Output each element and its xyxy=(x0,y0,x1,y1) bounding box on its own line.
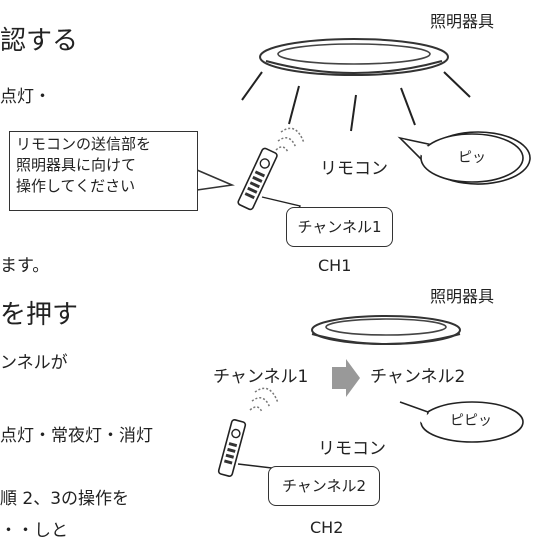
signal-waves-icon xyxy=(275,127,305,153)
speech-bubble-bottom xyxy=(399,401,524,443)
instruction-line-3: 操作してください xyxy=(16,177,136,195)
to-channel-label: チャンネル2 xyxy=(370,367,466,387)
light-rays-icon xyxy=(241,71,471,132)
top-line3-fragment: ます。 xyxy=(0,256,50,276)
remote-control-icon-bottom xyxy=(217,419,247,477)
instruction-line-1: リモコンの送信部を xyxy=(16,135,152,153)
note-pointer xyxy=(196,169,235,191)
from-channel-label: チャンネル1 xyxy=(213,367,309,387)
ch-label-bottom: CH2 xyxy=(310,518,344,537)
bottom-line2-fragment: ンネルが xyxy=(0,353,68,373)
bottom-heading-fragment: を押す xyxy=(0,300,79,330)
bottom-line5-fragment: ・・しと xyxy=(0,521,68,541)
top-line2-fragment: 点灯・ xyxy=(0,87,51,107)
top-heading-fragment: 認する xyxy=(0,26,79,56)
beep-text-bottom: ピピッ xyxy=(450,413,492,429)
ceiling-light-icon xyxy=(259,38,449,76)
bottom-line4-fragment: 順 2、3の操作を xyxy=(0,489,130,509)
remote-control-icon xyxy=(237,147,278,211)
remote-label-bottom: リモコン xyxy=(318,439,386,459)
channel-bubble-top-text: チャンネル1 xyxy=(297,218,382,236)
beep-text-top: ピッ xyxy=(458,150,486,166)
channel-bubble-bottom-text: チャンネル2 xyxy=(281,477,367,495)
ch-label-top: CH1 xyxy=(318,256,352,275)
bottom-line3-fragment: 点灯・常夜灯・消灯 xyxy=(0,426,153,446)
arrow-right-icon xyxy=(332,359,360,397)
speech-bubble-top xyxy=(397,131,531,185)
channel-bubble-tail-bottom xyxy=(237,463,273,479)
channel-bubble-top: チャンネル1 xyxy=(286,207,393,247)
instruction-note: リモコンの送信部を 照明器具に向けて 操作してください xyxy=(9,131,198,211)
instruction-line-2: 照明器具に向けて xyxy=(16,156,137,174)
channel-bubble-bottom: チャンネル2 xyxy=(268,466,380,506)
ceiling-light-icon-bottom xyxy=(311,315,461,345)
remote-label-top: リモコン xyxy=(320,159,388,179)
signal-waves-icon-bottom xyxy=(249,387,279,413)
fixture-label-top: 照明器具 xyxy=(430,12,495,31)
fixture-label-bottom: 照明器具 xyxy=(430,287,495,306)
